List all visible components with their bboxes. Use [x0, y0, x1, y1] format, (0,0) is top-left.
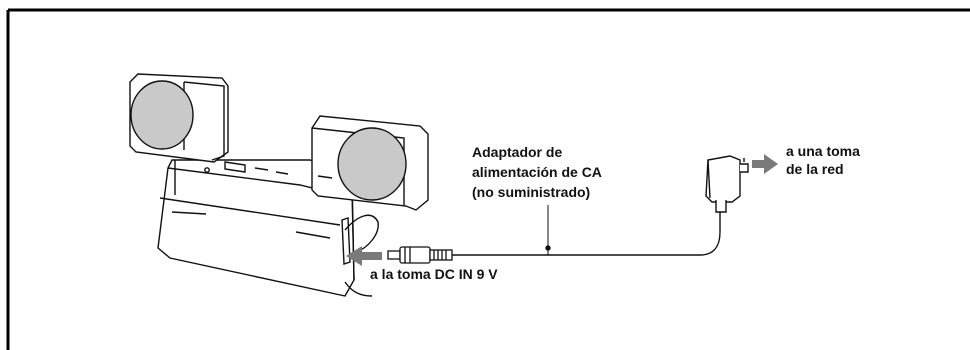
adapter-label-line3: (no suministrado) [472, 184, 590, 200]
speaker-right-icon [311, 115, 429, 211]
outlet-label-line1: a una toma [786, 143, 860, 159]
dc-in-arrow-icon [346, 246, 382, 266]
ac-adapter-icon [705, 155, 749, 213]
adapter-cable [452, 200, 721, 256]
outlet-label-line2: de la red [786, 161, 844, 177]
adapter-label-line1: Adaptador de [472, 144, 562, 160]
adapter-label-line2: alimentación de CA [472, 164, 602, 180]
dc-in-label: a la toma DC IN 9 V [370, 266, 498, 282]
outlet-arrow-icon [752, 154, 778, 174]
diagram-frame [6, 8, 970, 350]
speaker-left-icon [129, 73, 229, 163]
dc-plug-icon [387, 246, 453, 264]
